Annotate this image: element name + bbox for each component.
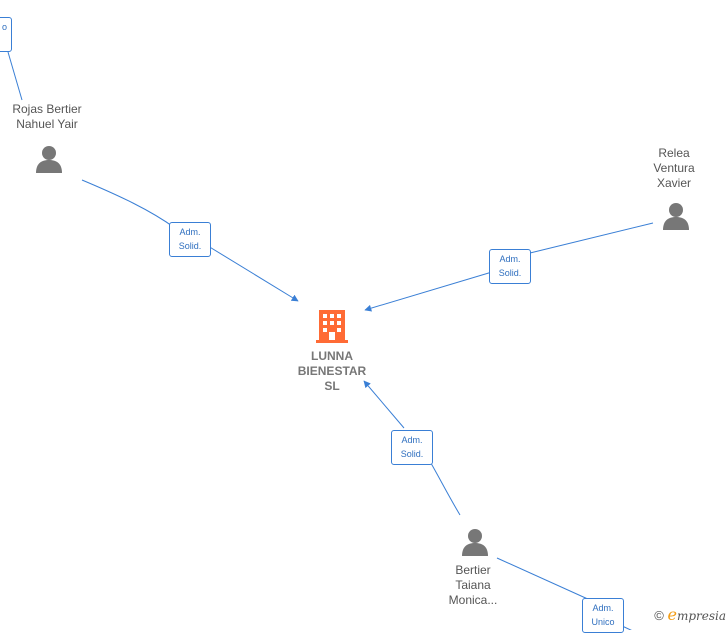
edge-label-offscreen-topleft: o bbox=[0, 17, 12, 52]
edge-label-bertier: Adm. Solid. bbox=[391, 430, 433, 465]
person-name: Bertier Taiana Monica... bbox=[423, 563, 523, 608]
edge-label-line: Solid. bbox=[400, 449, 424, 459]
building-icon bbox=[316, 310, 348, 343]
edge-label-line: Adm. bbox=[499, 254, 521, 264]
edge-label-rojas: Adm. Solid. bbox=[169, 222, 211, 257]
person-name-line: Taiana bbox=[455, 578, 491, 592]
person-icon bbox=[36, 146, 62, 173]
person-name-line: Nahuel Yair bbox=[16, 117, 78, 131]
edge-label-line: Solid. bbox=[178, 241, 202, 251]
person-icon bbox=[462, 529, 488, 556]
edge-label-relea: Adm. Solid. bbox=[489, 249, 531, 284]
company-node[interactable]: LUNNA BIENESTAR SL bbox=[282, 308, 382, 398]
brand-initial: e bbox=[667, 605, 677, 624]
edge-label-line: Adm. bbox=[592, 603, 614, 613]
person-name-line: Bertier bbox=[455, 563, 491, 577]
person-node-bertier[interactable]: Bertier Taiana Monica... bbox=[423, 527, 523, 612]
brand-name: mpresia bbox=[676, 609, 726, 623]
edge-offscreen-rojas bbox=[7, 51, 23, 101]
person-icon bbox=[663, 203, 689, 230]
edge-rojas-company bbox=[81, 179, 298, 301]
edge-label-line: Adm. bbox=[179, 227, 201, 237]
company-name-line: SL bbox=[324, 379, 340, 393]
person-name-line: Rojas Bertier bbox=[12, 102, 82, 116]
edge-label-bertier-offscreen: Adm. Unico bbox=[582, 598, 624, 633]
person-name-line: Xavier bbox=[656, 176, 691, 190]
person-node-relea[interactable]: Relea Ventura Xavier bbox=[624, 146, 724, 236]
edge-label-line: Adm. bbox=[401, 435, 423, 445]
footer-watermark: © empresia bbox=[654, 605, 726, 624]
company-name: LUNNA BIENESTAR SL bbox=[282, 349, 382, 394]
edge-label-line: o bbox=[1, 22, 7, 32]
person-name: Relea Ventura Xavier bbox=[624, 146, 724, 191]
copyright-symbol: © bbox=[654, 608, 664, 623]
company-name-line: BIENESTAR bbox=[297, 364, 367, 378]
person-name-line: Monica... bbox=[448, 593, 498, 607]
company-name-line: LUNNA bbox=[311, 349, 353, 363]
person-node-rojas[interactable]: Rojas Bertier Nahuel Yair bbox=[0, 102, 100, 177]
edge-relea-company bbox=[365, 222, 654, 310]
person-name-line: Relea bbox=[658, 146, 690, 160]
person-name: Rojas Bertier Nahuel Yair bbox=[0, 102, 97, 132]
edge-label-line: Solid. bbox=[498, 268, 522, 278]
person-name-line: Ventura bbox=[653, 161, 695, 175]
edge-label-line: Unico bbox=[591, 617, 615, 627]
brand-logo: empresia bbox=[667, 605, 726, 624]
